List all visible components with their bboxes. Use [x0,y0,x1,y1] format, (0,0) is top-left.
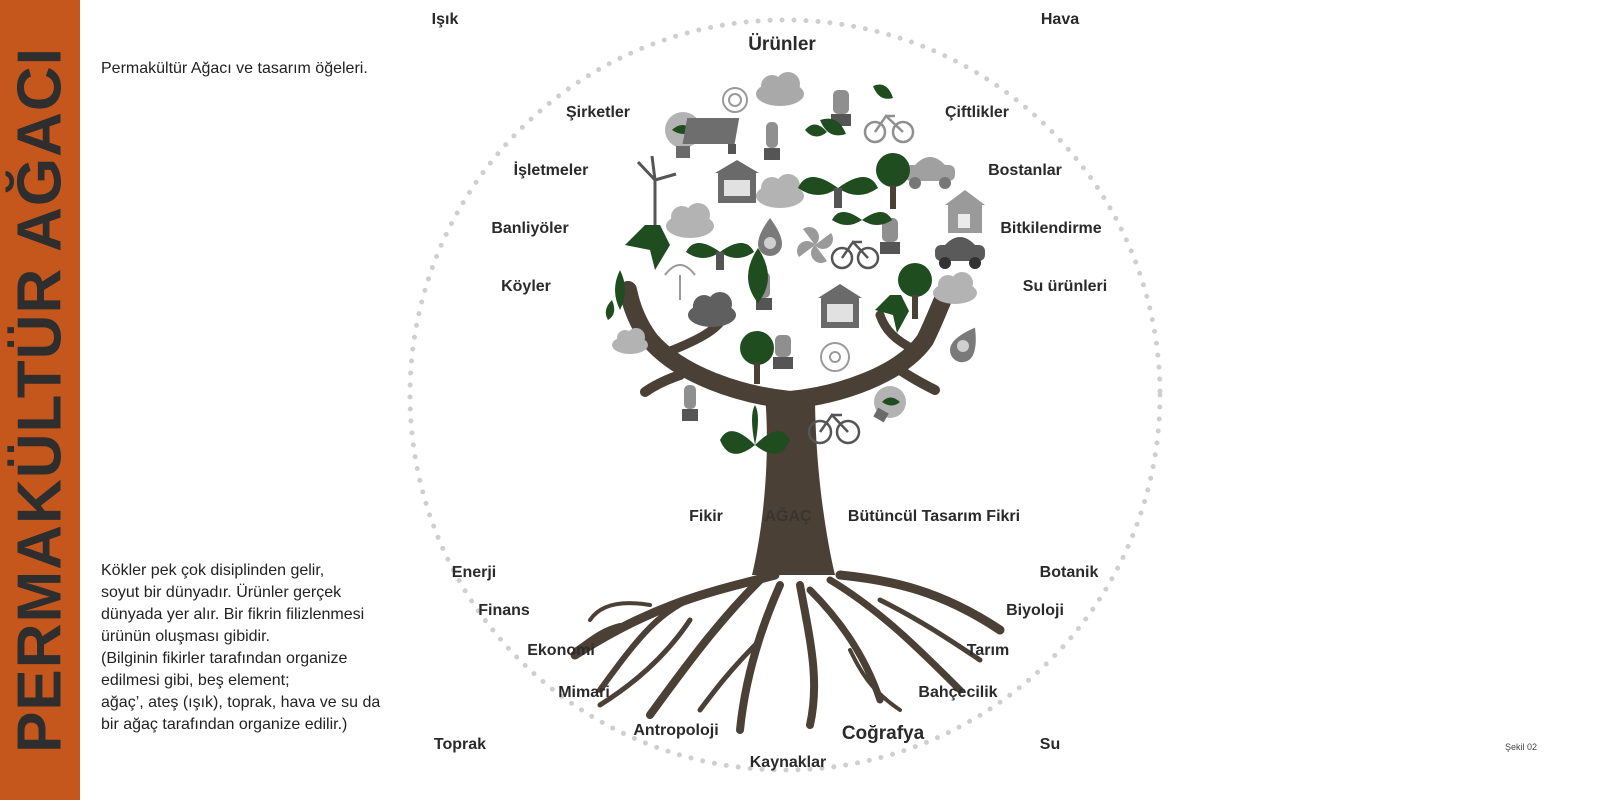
label-hava: Hava [1040,11,1080,28]
house-icon [715,160,759,203]
water-drop-icon [950,327,976,363]
roots [570,570,1005,734]
lightbulb-icon [873,386,906,423]
pinwheel-icon [797,227,833,263]
cloud-icon [933,272,977,304]
label-banliyoler: Banliyöler [491,220,569,237]
leaf-icon [605,270,625,320]
label-bostanlar: Bostanlar [988,162,1062,179]
label-antropoloji: Antropoloji [633,722,719,739]
figure-number: Şekil 02 [1505,742,1538,752]
cfl-bulb-icon [773,335,793,369]
sunflower-icon [722,87,748,113]
label-urunler: Ürünler [748,34,816,55]
bicycle-icon [863,114,915,144]
leaf-icon [625,225,670,270]
label-kaynaklar: Kaynaklar [749,754,827,771]
label-bitkilendirme: Bitkilendirme [1000,220,1102,237]
label-isletmeler: İşletmeler [513,162,589,179]
label-mimari: Mimari [558,684,610,701]
figure-caption: Permakültür Ağacı ve tasarım öğeleri. [101,60,368,77]
sprout-icon [686,243,754,270]
house-icon [945,190,985,233]
tree-icon [876,153,910,209]
leaf-icon [875,295,909,333]
label-ciftlikler: Çiftlikler [944,104,1010,121]
label-fikir: Fikir [689,508,723,525]
leaf-icon [873,84,893,99]
leaf-icon [805,118,846,137]
label-biyoloji: Biyoloji [1006,602,1064,619]
cloud-icon [756,72,804,106]
label-enerji: Enerji [451,564,497,581]
sprout-icon [832,212,892,225]
label-sirketler: Şirketler [565,104,631,121]
bicycle-icon [830,240,880,270]
label-su: Su [1039,736,1061,753]
car-icon [935,237,985,269]
sprout-icon [720,405,790,454]
dotted-circle [407,17,1163,773]
cfl-bulb-icon [880,218,900,254]
water-drop-icon [758,218,782,256]
body-text: Kökler pek çok disiplinden gelir, soyut … [101,562,381,733]
cfl-bulb-icon [764,122,780,160]
label-tarim: Tarım [966,642,1010,659]
dandelion-icon [664,264,696,300]
label-ekonomi: Ekonomi [527,642,595,659]
sidebar: PERMAKÜLTÜR AĞACI [0,0,80,800]
cfl-bulb-icon [682,385,698,421]
label-finans: Finans [478,602,530,619]
label-koyler: Köyler [501,278,551,295]
leaf-icon [748,248,768,303]
label-butuncul-tasarim-fikri: Bütüncül Tasarım Fikri [847,508,1021,525]
cloud-icon [612,328,648,354]
cloud-icon [756,174,804,208]
label-botanik: Botanik [1039,564,1099,581]
wind-turbine-icon [636,155,677,232]
branches [619,281,954,409]
house-icon [818,284,862,328]
label-isik: Işık [431,11,459,28]
label-bahcecilik: Bahçecilik [918,684,998,701]
cloud-icon [688,292,736,327]
dandelion-icon [820,342,850,372]
solar-panel-icon [682,118,740,154]
label-cografya: Coğrafya [841,723,925,744]
label-agac: AĞAÇ [764,508,812,525]
cloud-icon [666,203,714,238]
tree-icon [898,263,932,319]
car-icon [905,157,955,189]
canopy-icons [605,72,985,454]
sprout-icon [798,177,878,208]
bicycle-icon [807,413,861,445]
label-su-urunleri: Su ürünleri [1022,278,1108,295]
tree-icon [740,331,774,384]
label-toprak: Toprak [433,736,487,753]
